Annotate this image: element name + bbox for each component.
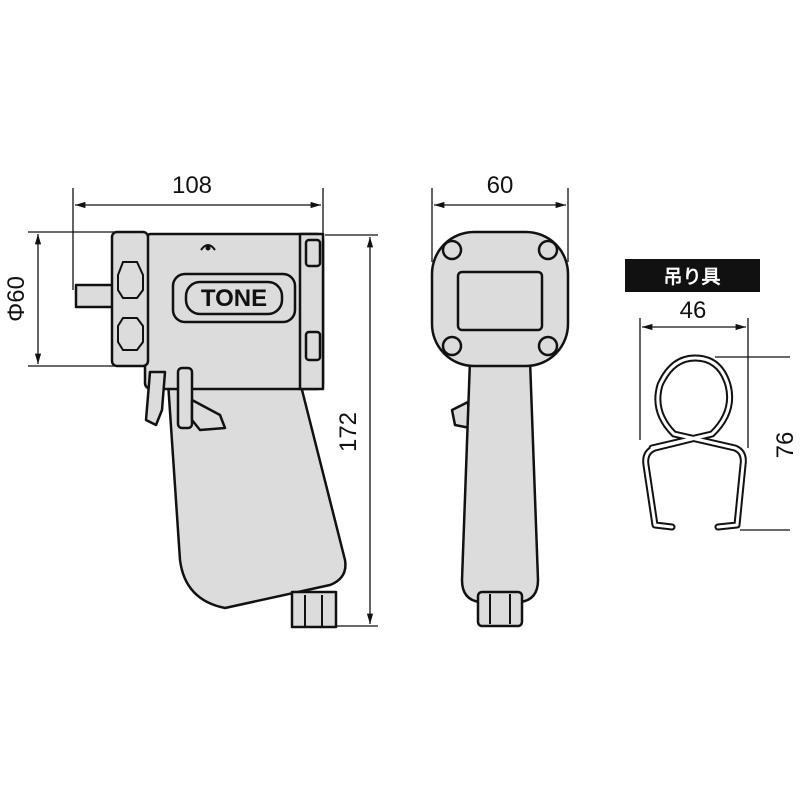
dimension-height-76: 76: [715, 356, 799, 531]
dimension-label: 46: [680, 297, 707, 324]
dimension-label: 108: [172, 172, 212, 199]
dimension-height-172: 172: [325, 234, 378, 627]
hanger-title: 吊り具: [663, 266, 720, 288]
impact-wrench-side: TONE: [74, 230, 347, 629]
hanger-view: 吊り具 46 76: [625, 259, 799, 531]
dimension-width-46: 46: [639, 297, 749, 448]
hanger-title-box: [625, 259, 760, 292]
front-view: 60: [430, 172, 570, 628]
dimension-width-108: 108: [72, 172, 324, 290]
dimension-width-60: 60: [431, 172, 569, 262]
hanger-wire: [642, 354, 747, 531]
dimension-label: 76: [772, 432, 799, 459]
dimension-label: 60: [487, 172, 514, 199]
side-view: 108 Φ60 172: [3, 172, 378, 629]
dimension-label: Φ60: [3, 276, 30, 322]
dimension-diameter-60: Φ60: [3, 231, 115, 367]
dimension-label: 172: [335, 412, 362, 452]
tone-logo: TONE: [201, 285, 267, 312]
impact-wrench-front: [430, 230, 570, 628]
